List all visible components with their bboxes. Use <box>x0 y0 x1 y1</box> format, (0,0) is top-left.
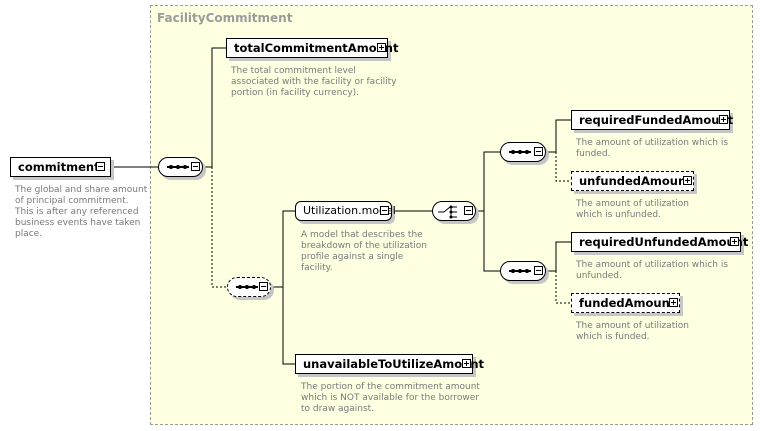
total-commitment-amount-element[interactable]: totalCommitmentAmount <box>226 38 398 58</box>
expand-icon[interactable] <box>377 43 386 52</box>
choice-switch-icon <box>438 205 457 219</box>
collapse-icon[interactable] <box>191 162 200 171</box>
element-label: unfundedAmount <box>579 174 692 188</box>
collapse-icon[interactable] <box>96 162 105 171</box>
element-label: unavailableToUtilizeAmount <box>303 357 485 371</box>
expand-icon[interactable] <box>683 176 692 185</box>
required-funded-amount-element[interactable]: requiredFundedAmount <box>571 110 734 130</box>
element-label: totalCommitmentAmount <box>234 41 399 55</box>
utilization-model-group[interactable]: Utilization.model <box>295 201 396 221</box>
required-unfunded-amount-element[interactable]: requiredUnfundedAmount <box>571 232 748 252</box>
unfunded-amount-element[interactable]: unfundedAmount <box>571 171 694 191</box>
element-label: requiredUnfundedAmount <box>579 235 749 249</box>
expand-icon[interactable] <box>462 359 471 368</box>
sequence-compositor-icon[interactable] <box>158 157 203 177</box>
optional-sequence-compositor-icon[interactable] <box>227 277 271 297</box>
choice-compositor-icon[interactable] <box>432 201 476 221</box>
collapse-icon[interactable] <box>380 206 389 215</box>
element-label: commitment <box>18 160 100 174</box>
group-label: Utilization.model <box>303 204 396 217</box>
collapse-icon[interactable] <box>259 282 268 291</box>
collapse-icon[interactable] <box>534 266 543 275</box>
expand-icon[interactable] <box>730 237 739 246</box>
element-label: requiredFundedAmount <box>579 113 734 127</box>
commitment-element[interactable]: commitment <box>10 157 111 177</box>
unavailable-to-utilize-amount-element[interactable]: unavailableToUtilizeAmount <box>295 354 484 374</box>
expand-icon[interactable] <box>719 115 728 124</box>
funded-sequence-compositor-icon[interactable] <box>500 142 546 162</box>
expand-icon[interactable] <box>669 298 678 307</box>
unfunded-sequence-compositor-icon[interactable] <box>500 261 546 281</box>
collapse-icon[interactable] <box>464 206 473 215</box>
funded-amount-element[interactable]: fundedAmount <box>571 293 680 313</box>
element-label: fundedAmount <box>579 296 676 310</box>
collapse-icon[interactable] <box>534 147 543 156</box>
complex-type-title: FacilityCommitment <box>157 11 293 25</box>
